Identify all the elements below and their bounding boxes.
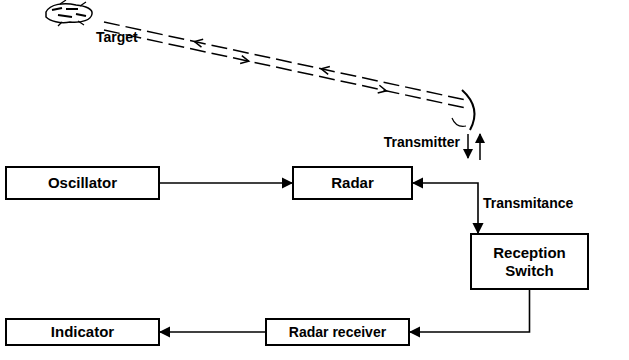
antenna-dish [452, 90, 475, 130]
process-box: Radar receiver [265, 318, 410, 346]
radar-beam [104, 22, 466, 108]
box-label: Radar receiver [289, 324, 386, 341]
process-box: Radar [292, 166, 413, 200]
beam-arrowhead [195, 39, 204, 47]
connector-arrow [160, 331, 265, 333]
process-box: Indicator [5, 318, 160, 346]
beam-arrowhead [378, 85, 387, 93]
edge-label: Transmitance [481, 195, 575, 212]
process-box: Oscillator [5, 166, 160, 200]
signal-arrows [468, 134, 480, 160]
box-label: Oscillator [48, 174, 117, 192]
transmitter-label: Transmitter [384, 134, 460, 151]
beam-arrowhead [240, 56, 249, 64]
process-box: Reception Switch [470, 233, 589, 290]
connector-arrow [410, 290, 530, 332]
beam-arrowhead [321, 67, 330, 75]
box-label: Radar [331, 174, 374, 192]
target-aircraft [46, 0, 92, 26]
box-label: Indicator [51, 323, 114, 341]
connector-arrow [160, 182, 292, 184]
target-label: Target [96, 29, 138, 46]
connector-arrow [413, 183, 478, 233]
box-label: Reception Switch [480, 244, 579, 280]
